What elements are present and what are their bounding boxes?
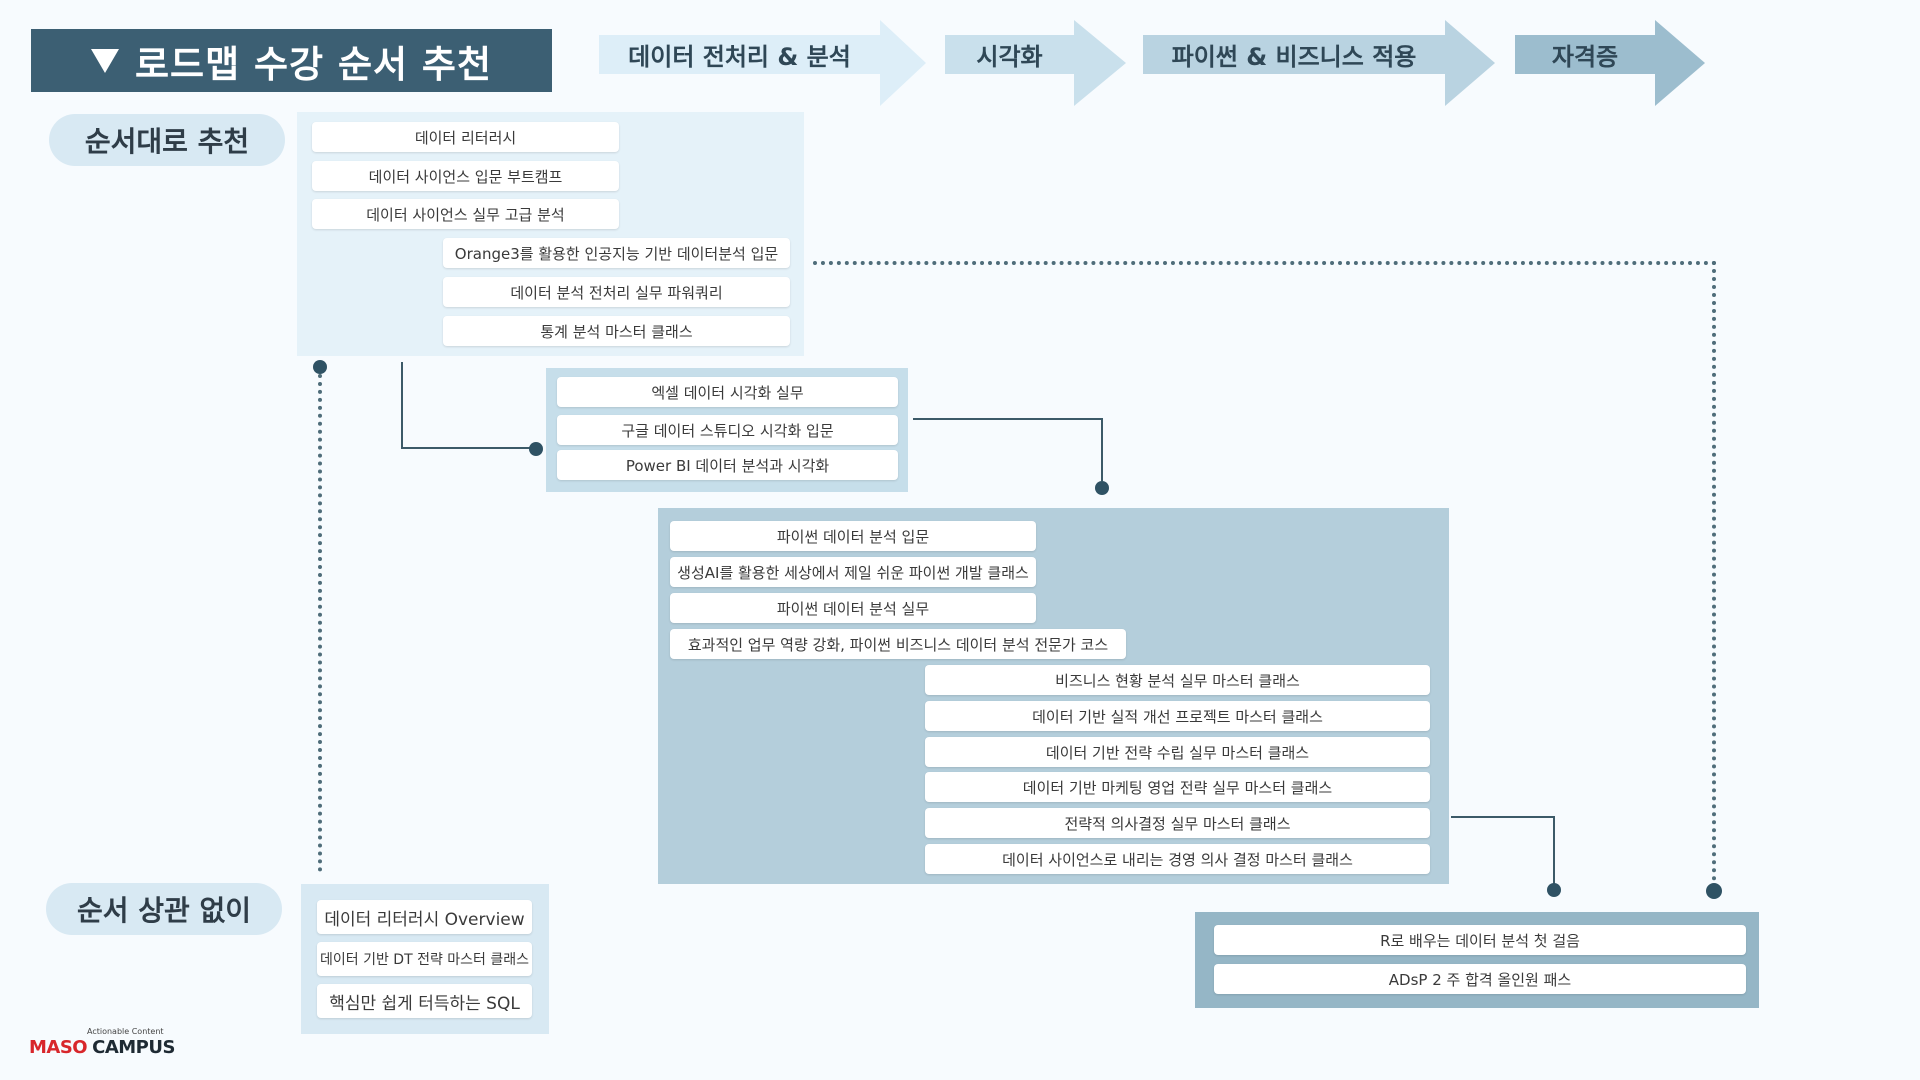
- connector-line: [401, 447, 536, 449]
- label-ordered: 순서대로 추천: [49, 114, 285, 166]
- arrow-head-icon: [880, 20, 926, 106]
- course-box[interactable]: 데이터 분석 전처리 실무 파워쿼리: [443, 277, 790, 307]
- stage-arrow-visualization: 시각화: [945, 20, 1126, 106]
- roadmap-title: 로드맵 수강 순서 추천: [31, 29, 552, 92]
- course-box[interactable]: 데이터 사이언스 실무 고급 분석: [312, 199, 619, 229]
- dotted-connector: [813, 261, 1717, 265]
- course-box[interactable]: 파이썬 데이터 분석 입문: [670, 521, 1036, 551]
- logo-tagline: Actionable Content: [87, 1027, 164, 1036]
- course-box[interactable]: 효과적인 업무 역량 강화, 파이썬 비즈니스 데이터 분석 전문가 코스: [670, 629, 1126, 659]
- course-box[interactable]: ADsP 2 주 합격 올인원 패스: [1214, 964, 1746, 994]
- course-box[interactable]: R로 배우는 데이터 분석 첫 걸음: [1214, 925, 1746, 955]
- roadmap-title-text: 로드맵 수강 순서 추천: [134, 42, 492, 86]
- connector-line: [1553, 816, 1555, 887]
- stage-arrow-preprocessing: 데이터 전처리 & 분석: [599, 20, 926, 106]
- triangle-down-icon: [90, 48, 119, 73]
- course-box[interactable]: 핵심만 쉽게 터득하는 SQL: [317, 984, 532, 1018]
- course-box[interactable]: 데이터 기반 실적 개선 프로젝트 마스터 클래스: [925, 701, 1430, 731]
- stage-label-preprocessing: 데이터 전처리 & 분석: [599, 35, 880, 74]
- stage-arrow-certificate: 자격증: [1515, 20, 1705, 106]
- course-box[interactable]: 데이터 기반 마케팅 영업 전략 실무 마스터 클래스: [925, 772, 1430, 802]
- course-box[interactable]: 데이터 사이언스로 내리는 경영 의사 결정 마스터 클래스: [925, 844, 1430, 874]
- course-box[interactable]: 엑셀 데이터 시각화 실무: [557, 377, 898, 407]
- connector-dot: [1706, 883, 1722, 899]
- course-box[interactable]: 데이터 기반 전략 수립 실무 마스터 클래스: [925, 737, 1430, 767]
- stage-label-python-business: 파이썬 & 비즈니스 적용: [1143, 35, 1445, 74]
- dotted-connector: [1712, 261, 1716, 881]
- course-box[interactable]: 전략적 의사결정 실무 마스터 클래스: [925, 808, 1430, 838]
- stage-arrow-python-business: 파이썬 & 비즈니스 적용: [1143, 20, 1495, 106]
- course-box[interactable]: 데이터 리터러시 Overview: [317, 900, 532, 934]
- connector-dot: [529, 442, 543, 456]
- course-box[interactable]: 생성AI를 활용한 세상에서 제일 쉬운 파이썬 개발 클래스: [670, 557, 1036, 587]
- stage-label-visualization: 시각화: [945, 35, 1074, 74]
- course-box[interactable]: 데이터 사이언스 입문 부트캠프: [312, 161, 619, 191]
- arrow-head-icon: [1445, 20, 1495, 106]
- course-box[interactable]: 데이터 기반 DT 전략 마스터 클래스: [317, 942, 532, 976]
- arrow-head-icon: [1074, 20, 1126, 106]
- course-box[interactable]: 통계 분석 마스터 클래스: [443, 316, 790, 346]
- stage-label-certificate: 자격증: [1515, 35, 1655, 74]
- course-box[interactable]: 데이터 리터러시: [312, 122, 619, 152]
- dotted-connector: [318, 374, 322, 872]
- panel-preprocessing: [297, 112, 804, 356]
- connector-dot: [1095, 481, 1109, 495]
- connector-line: [1101, 418, 1103, 481]
- connector-line: [1451, 816, 1555, 818]
- connector-dot: [1547, 883, 1561, 897]
- label-unordered: 순서 상관 없이: [46, 883, 282, 935]
- connector-line: [401, 362, 403, 449]
- arrow-head-icon: [1655, 20, 1705, 106]
- course-box[interactable]: 파이썬 데이터 분석 실무: [670, 593, 1036, 623]
- connector-dot: [313, 360, 327, 374]
- course-box[interactable]: 비즈니스 현황 분석 실무 마스터 클래스: [925, 665, 1430, 695]
- connector-line: [913, 418, 1103, 420]
- course-box[interactable]: Power BI 데이터 분석과 시각화: [557, 450, 898, 480]
- course-box[interactable]: Orange3를 활용한 인공지능 기반 데이터분석 입문: [443, 238, 790, 268]
- course-box[interactable]: 구글 데이터 스튜디오 시각화 입문: [557, 415, 898, 445]
